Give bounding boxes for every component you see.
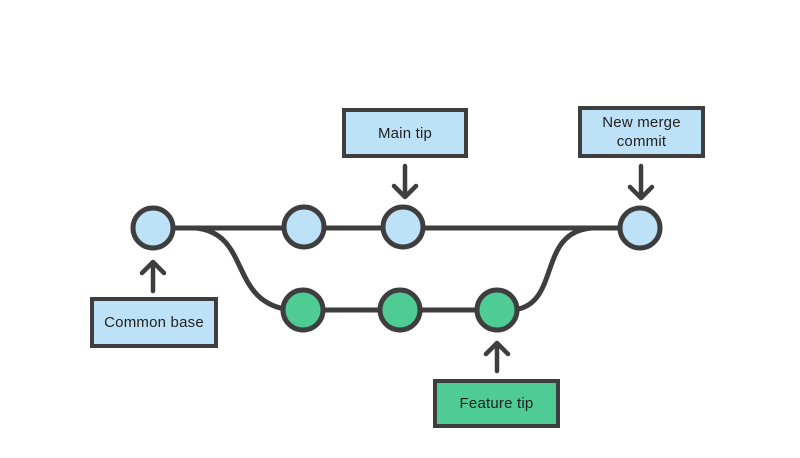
label-main-tip: Main tip: [342, 108, 468, 158]
label-new-merge-commit: New merge commit: [578, 106, 705, 158]
branch-off-curve: [193, 225, 295, 313]
label-main-tip-text: Main tip: [377, 124, 433, 142]
arrow-down-new-merge-commit-icon: [627, 163, 655, 201]
label-new-merge-commit-text: New merge commit: [602, 114, 681, 150]
commit-node-main-tip: [380, 204, 426, 250]
label-feature-tip-text: Feature tip: [459, 395, 534, 412]
commit-node-feature-tip: [474, 287, 520, 333]
commit-node-new-merge-commit: [617, 205, 663, 251]
label-common-base: Common base: [90, 297, 218, 348]
arrow-up-common-base-icon: [139, 259, 167, 294]
arrow-up-feature-tip-icon: [483, 340, 511, 374]
commit-node-feature-2: [377, 287, 423, 333]
label-common-base-text: Common base: [104, 314, 204, 331]
commit-node-feature-1: [280, 287, 326, 333]
merge-curve: [509, 225, 595, 313]
commit-node-main-2: [281, 204, 327, 250]
commit-node-common-base: [130, 205, 176, 251]
arrow-down-main-tip-icon: [391, 163, 419, 200]
label-feature-tip: Feature tip: [433, 379, 560, 428]
